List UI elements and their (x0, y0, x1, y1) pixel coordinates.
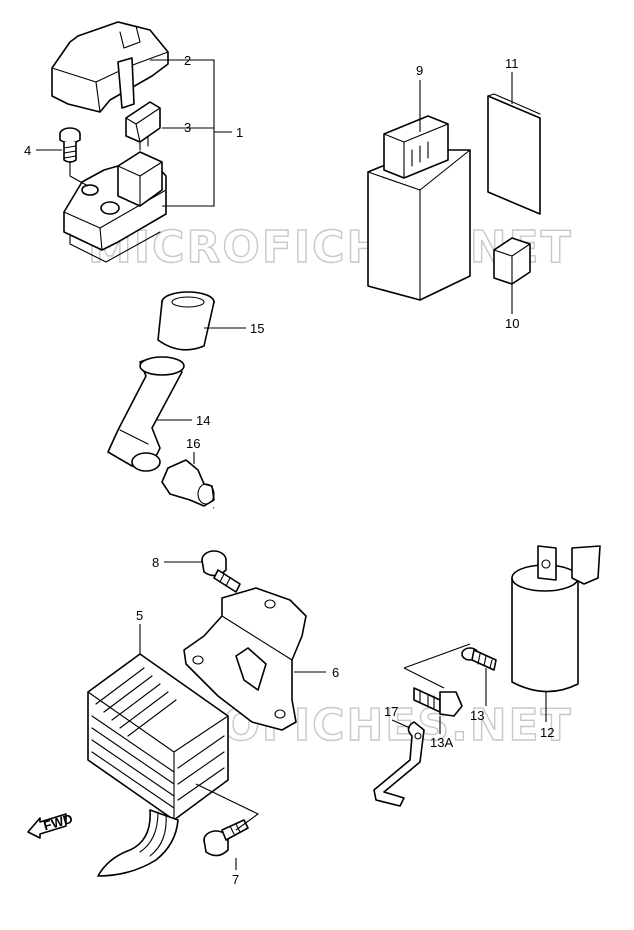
callout-17: 17 (384, 704, 398, 719)
coil-bolt[interactable] (413, 687, 463, 717)
igniter-unit[interactable] (367, 115, 471, 301)
callouts: 1 2 3 4 5 6 7 8 9 10 11 12 13 13A 14 15 … (24, 53, 554, 887)
fuse[interactable] (125, 101, 161, 151)
callout-13a: 13A (430, 735, 453, 750)
relay-bolt[interactable] (59, 127, 81, 163)
spark-plug-cap[interactable] (107, 356, 185, 472)
regulator-bracket-bolt[interactable] (201, 550, 241, 593)
callout-6: 6 (332, 665, 339, 680)
coil-screw[interactable] (461, 647, 497, 671)
callout-8: 8 (152, 555, 159, 570)
watermark-top: MICROFICHES.NET (88, 222, 573, 273)
cushion[interactable] (493, 237, 531, 285)
leader-lines (36, 59, 547, 870)
high-tension-lead (212, 439, 594, 553)
forward-arrow: FWD (27, 811, 75, 839)
clamp[interactable] (373, 721, 425, 807)
callout-9: 9 (416, 63, 423, 78)
callout-1: 1 (236, 125, 243, 140)
callout-2: 2 (184, 53, 191, 68)
regulator-bracket[interactable] (183, 587, 307, 731)
forward-label: FWD (42, 811, 75, 834)
callout-10: 10 (505, 316, 519, 331)
callout-3: 3 (184, 120, 191, 135)
callout-12: 12 (540, 725, 554, 740)
grommet[interactable] (161, 459, 215, 507)
callout-15: 15 (250, 321, 264, 336)
regulator-bolt[interactable] (203, 819, 249, 857)
regulator-rectifier[interactable] (87, 653, 229, 877)
callout-11: 11 (505, 56, 519, 71)
callout-16: 16 (186, 436, 200, 451)
callout-5: 5 (136, 608, 143, 623)
relay-cover[interactable] (51, 21, 169, 113)
pad[interactable] (487, 93, 541, 215)
ignition-coil[interactable] (511, 545, 601, 693)
starter-relay[interactable] (63, 151, 167, 263)
callout-7: 7 (232, 872, 239, 887)
callout-4: 4 (24, 143, 31, 158)
plug-cap-cover[interactable] (157, 291, 215, 351)
callout-13: 13 (470, 708, 484, 723)
callout-14: 14 (196, 413, 210, 428)
